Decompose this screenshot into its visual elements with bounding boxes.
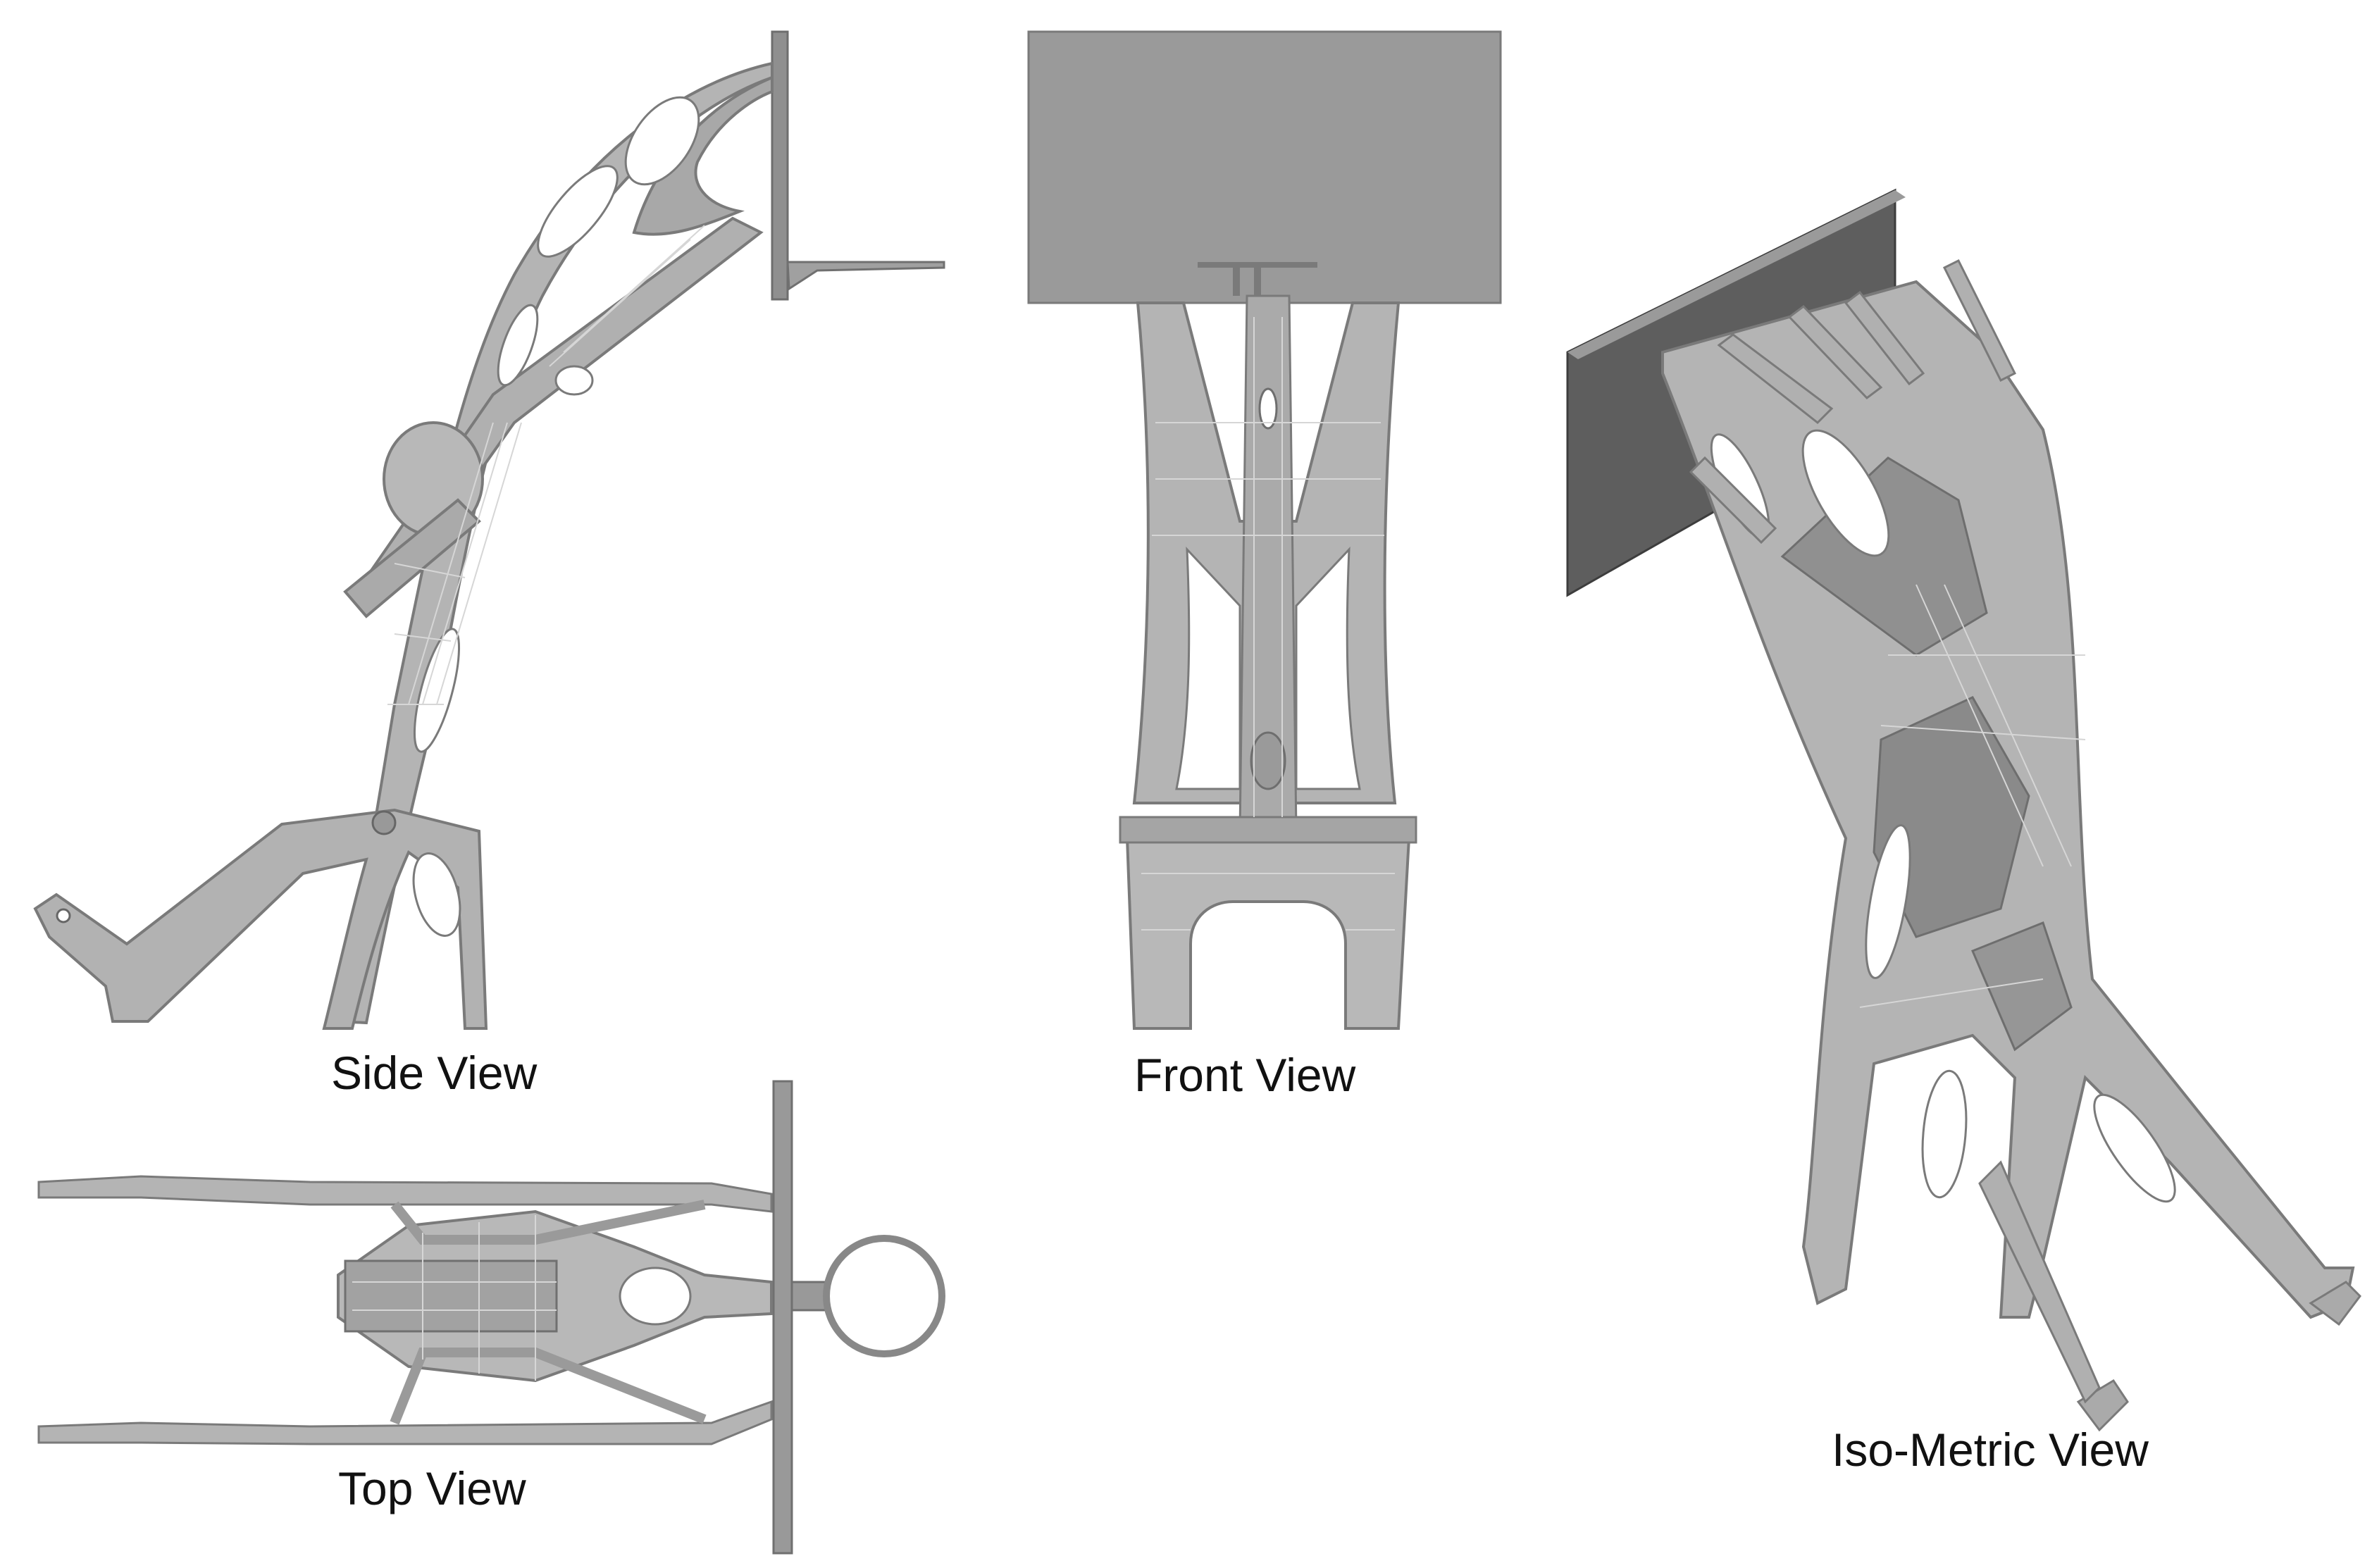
front-cutout-right <box>1295 547 1361 790</box>
iso-opening-3 <box>1865 824 1911 979</box>
front-lower-oval <box>1250 731 1286 790</box>
side-view-panel: Side View <box>0 0 958 1099</box>
iso-inner-shadow-2 <box>1873 696 2030 938</box>
front-base-flange <box>1119 816 1417 844</box>
top-view-caption: Top View <box>338 1462 526 1514</box>
iso-mesh-lines <box>1859 584 2086 1008</box>
front-mesh-lines <box>1141 317 1395 931</box>
front-cutout-left <box>1175 547 1241 790</box>
side-opening-1 <box>624 96 700 186</box>
front-mount-plate <box>1027 30 1502 304</box>
iso-right-foot <box>2309 1281 2361 1326</box>
iso-opening-4 <box>1921 1069 1968 1199</box>
iso-view-drawing <box>1566 188 2361 1432</box>
side-pivot-pin <box>371 810 397 835</box>
iso-opening-1 <box>1801 429 1890 557</box>
side-opening-4 <box>413 628 461 753</box>
side-mesh-lines <box>387 225 705 705</box>
top-center-box <box>344 1259 558 1333</box>
iso-view-caption: Iso-Metric View <box>1832 1424 2149 1476</box>
side-lower-legs <box>33 808 488 1030</box>
side-opening-2 <box>537 165 619 258</box>
front-view-panel: Front View <box>1014 0 1508 1127</box>
top-mesh-lines <box>352 1215 557 1381</box>
side-foot-hole <box>56 908 71 923</box>
front-base-block <box>1125 837 1411 1030</box>
top-view-drawing <box>37 1080 945 1555</box>
side-opening-3 <box>497 304 539 387</box>
iso-opening-5 <box>2093 1093 2176 1203</box>
iso-inner-shadow-1 <box>1780 456 1988 657</box>
side-opening-5 <box>554 365 594 396</box>
top-opening <box>619 1267 692 1326</box>
top-lower-rail <box>37 1400 773 1445</box>
side-view-caption: Side View <box>331 1047 538 1099</box>
top-mount-plate <box>772 1080 793 1555</box>
iso-view-panel: Iso-Metric View <box>1550 162 2367 1500</box>
side-short-arm <box>343 498 481 618</box>
front-view-drawing <box>1027 30 1502 1030</box>
top-upper-rail <box>37 1175 773 1213</box>
iso-lower-leg <box>1978 1160 2101 1404</box>
side-lower-opening <box>412 852 461 937</box>
iso-plate-edge <box>1567 190 1906 359</box>
iso-upper-fingers <box>1689 259 2017 545</box>
top-bracket-ring <box>823 1235 945 1357</box>
side-bracket-arm <box>786 261 945 291</box>
side-view-drawing <box>33 30 945 1030</box>
side-mount-plate <box>771 30 789 301</box>
front-plate-bracket <box>1198 262 1317 296</box>
top-view-panel: Top View <box>0 1071 986 1564</box>
front-upper-slot <box>1258 387 1278 430</box>
iso-lower-foot <box>2076 1379 2129 1432</box>
front-view-caption: Front View <box>1134 1049 1356 1101</box>
iso-inner-shadow-3 <box>1971 921 2073 1052</box>
top-bracket-stem <box>790 1281 828 1312</box>
